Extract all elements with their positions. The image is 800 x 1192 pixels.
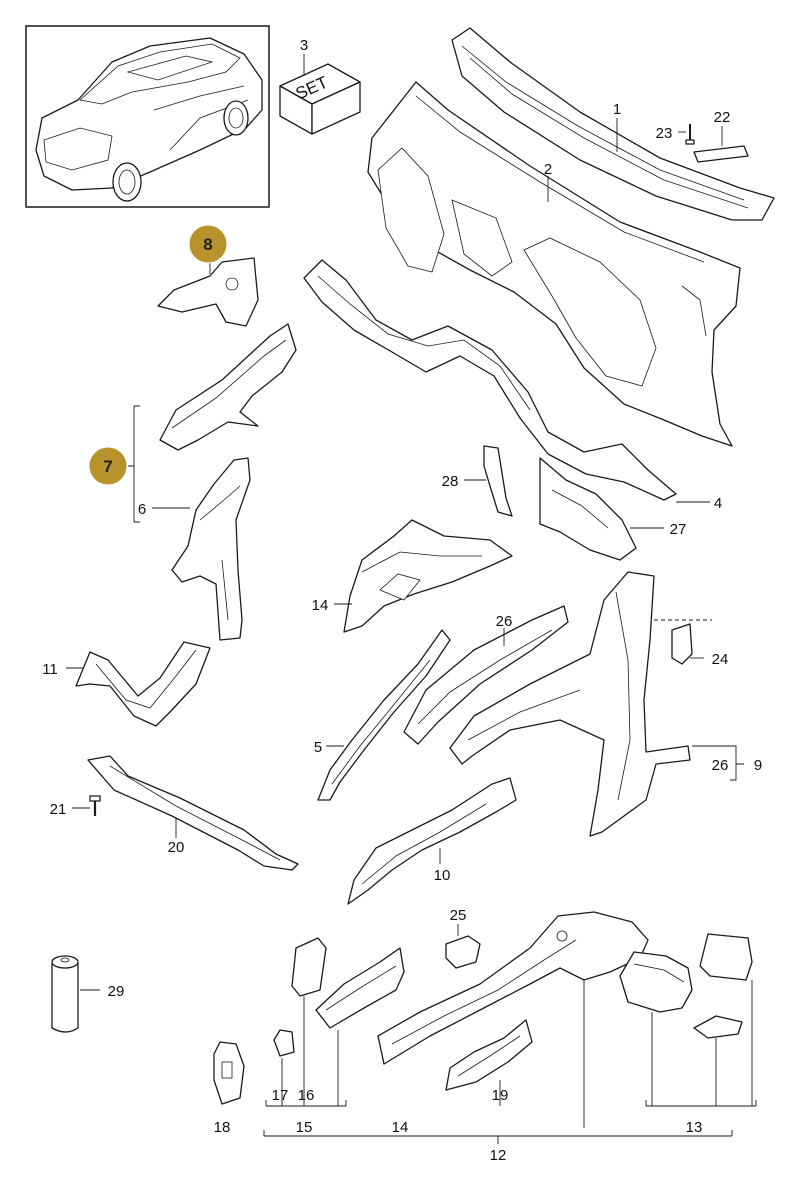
label-28: 28 [442,473,459,490]
part-14-wheelhouse [334,519,513,633]
part-7-upper-member [159,323,297,451]
part-17-cap [273,1029,295,1106]
label-1: 1 [613,101,621,118]
part-1-cowl-rail [451,27,775,221]
label-27: 27 [670,521,687,538]
label-18: 18 [214,1119,231,1136]
label-26-lower: 26 [712,757,729,774]
label-23: 23 [656,125,673,142]
part-15-rail [315,947,405,1106]
label-20: 20 [168,839,185,856]
part-11-bracket [66,641,211,727]
label-24: 24 [712,651,729,668]
part-labels: 1 2 3 4 5 6 9 10 11 12 13 14 14 15 16 17… [42,37,762,1164]
part-20-cross-beam [87,755,299,871]
part-16-bracket [291,937,327,1106]
label-22: 22 [714,109,731,126]
label-21: 21 [50,801,67,818]
part-24-bracket [671,623,704,665]
label-10: 10 [434,867,451,884]
label-12: 12 [490,1147,507,1164]
label-14-upper: 14 [312,597,329,614]
part-26-sill-member [403,605,569,745]
group-7-bracket [128,405,140,523]
part-14-floor-rail [377,911,649,1128]
badge-7: 7 [88,446,128,486]
part-25-bracket [445,924,481,969]
part-4-cross-member [303,259,710,503]
set-box: SET [279,54,361,135]
part-6-member [152,457,251,641]
badge-7-text: 7 [103,457,112,476]
label-6: 6 [138,501,146,518]
label-29: 29 [108,983,125,1000]
badge-8-text: 8 [203,235,212,254]
label-3: 3 [300,37,308,54]
part-28-bracket [464,445,513,517]
part-10-member [347,777,517,905]
label-15: 15 [296,1119,313,1136]
label-4: 4 [714,495,722,512]
part-27-panel [539,457,664,561]
part-22-clip [693,126,749,163]
label-16: 16 [298,1087,315,1104]
label-17: 17 [272,1087,289,1104]
label-19: 19 [492,1087,509,1104]
part-19-sill [445,1019,533,1106]
part-2-front-panel [367,81,741,447]
vehicle-thumbnail [25,25,270,208]
label-13: 13 [686,1119,703,1136]
part-5-member [317,629,451,801]
badge-8: 8 [188,224,228,264]
part-23-bolt [678,124,695,145]
part-18-bracket [213,1041,245,1105]
part-9-pillar [449,571,744,837]
label-14-lower: 14 [392,1119,409,1136]
label-26-upper: 26 [496,613,513,630]
part-13-rear-parts [619,933,753,1106]
label-5: 5 [314,739,322,756]
part-8-bracket [157,257,259,327]
label-11: 11 [42,661,58,678]
label-2: 2 [544,161,552,178]
group-brackets-bottom [263,1100,757,1144]
label-25: 25 [450,907,467,924]
part-29-foam-block [51,955,100,1033]
part-21-bolt [72,795,101,816]
label-9: 9 [754,757,762,774]
